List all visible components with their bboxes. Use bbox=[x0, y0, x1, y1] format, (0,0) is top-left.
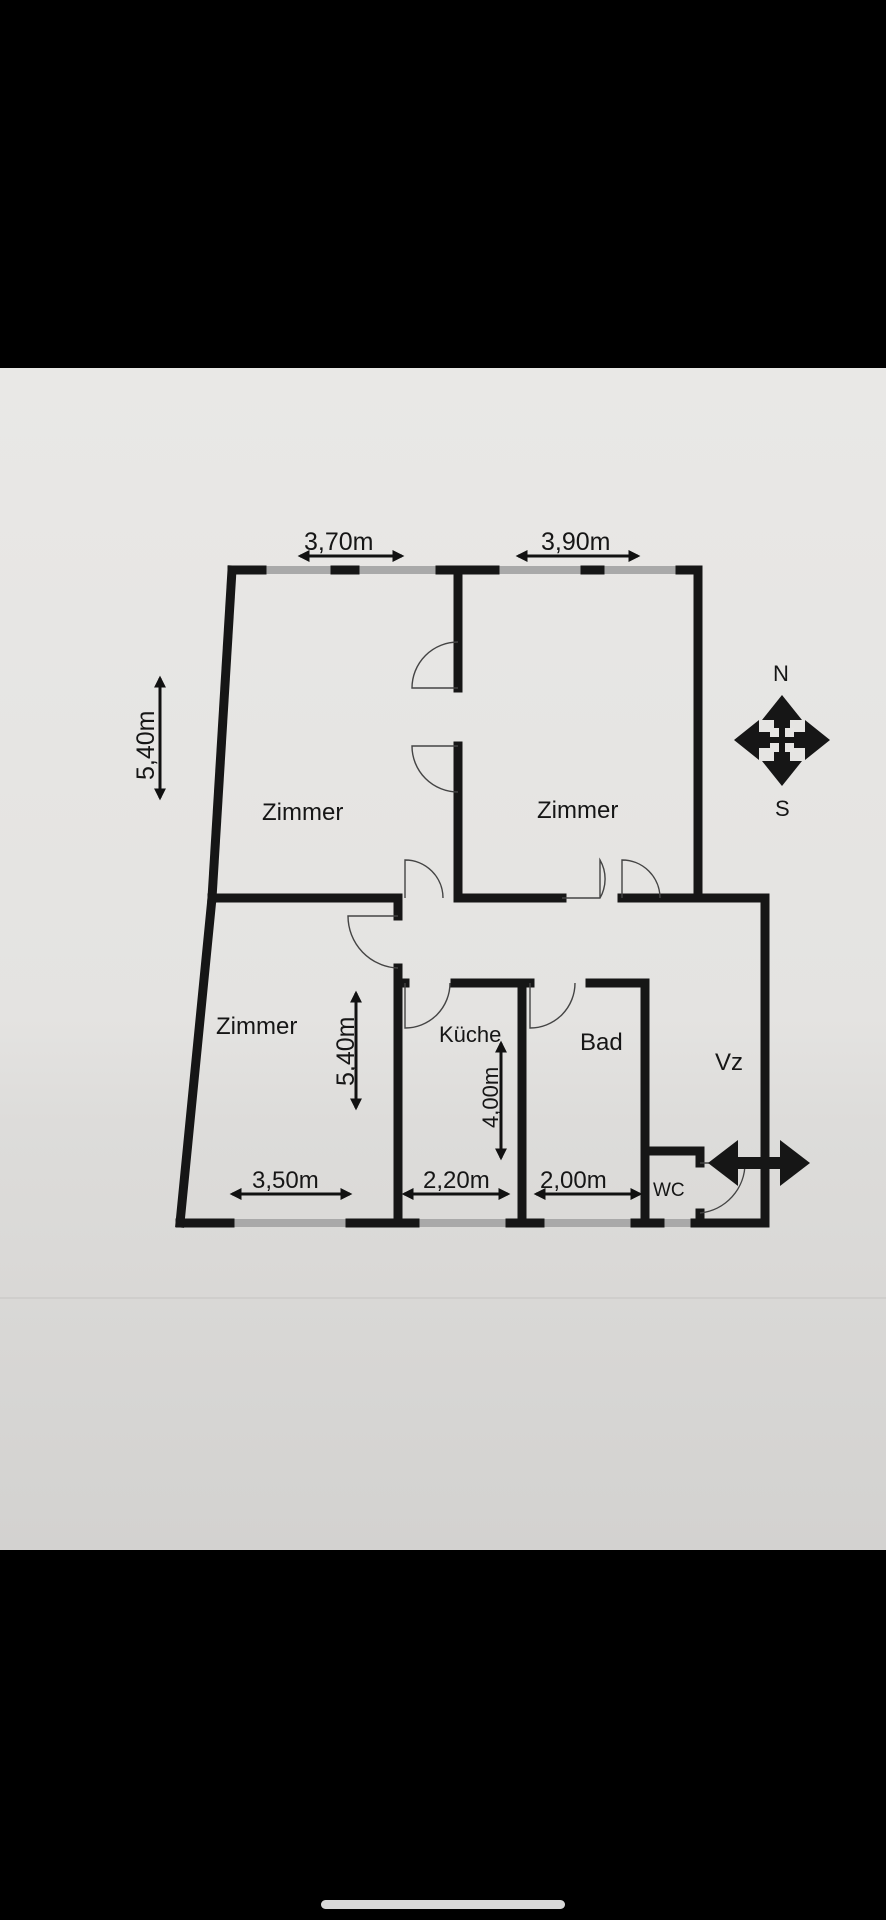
dimension-label-kueche-width: 2,20m bbox=[423, 1167, 490, 1194]
floor-plan-diagram: Zimmer Zimmer Zimmer Küche Bad Vz WC 3,7… bbox=[0, 368, 886, 1550]
windows bbox=[230, 566, 695, 1227]
dimension-label-kueche-height: 4,00m bbox=[478, 1067, 503, 1128]
room-label-wc: WC bbox=[653, 1180, 685, 1201]
room-label-zimmer-top-right: Zimmer bbox=[537, 797, 618, 824]
compass-icon bbox=[734, 695, 830, 786]
room-label-zimmer-top-left: Zimmer bbox=[262, 799, 343, 826]
entrance-arrow-icon bbox=[708, 1140, 810, 1186]
doors bbox=[347, 641, 746, 1214]
room-label-kueche: Küche bbox=[439, 1022, 501, 1047]
room-label-vz: Vz bbox=[715, 1049, 743, 1076]
compass-south-label: S bbox=[775, 796, 790, 821]
dimension-label-bad-width: 2,00m bbox=[540, 1167, 607, 1194]
dimension-arrows bbox=[154, 550, 643, 1200]
dimension-label-top-left-width: 3,70m bbox=[304, 528, 373, 556]
walls bbox=[175, 565, 770, 1228]
floor-plan-photo: Zimmer Zimmer Zimmer Küche Bad Vz WC 3,7… bbox=[0, 368, 886, 1550]
dimension-label-left-height: 5,40m bbox=[132, 711, 160, 780]
paper-background bbox=[0, 368, 886, 1550]
dimension-label-bottom-left-width: 3,50m bbox=[252, 1167, 319, 1194]
dimension-label-top-right-width: 3,90m bbox=[541, 528, 610, 556]
compass-north-label: N bbox=[773, 661, 789, 686]
dimension-label-bottom-left-height: 5,40m bbox=[332, 1017, 360, 1086]
home-indicator[interactable] bbox=[321, 1900, 565, 1909]
room-label-bad: Bad bbox=[580, 1029, 623, 1056]
room-label-zimmer-bottom-left: Zimmer bbox=[216, 1013, 297, 1040]
